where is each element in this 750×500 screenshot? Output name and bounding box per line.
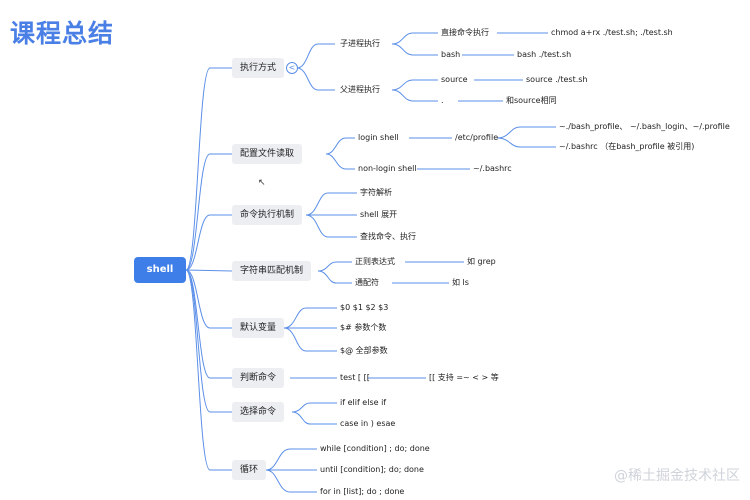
node-test-brackets[interactable]: test [ [[: [340, 373, 370, 382]
node-select-command[interactable]: 选择命令: [232, 402, 285, 422]
node-param-count[interactable]: $# 参数个数: [340, 323, 387, 332]
node-login-shell[interactable]: login shell: [358, 133, 399, 142]
node-non-login-bashrc[interactable]: ~/.bashrc: [473, 164, 512, 173]
node-direct-exec[interactable]: 直接命令执行: [441, 28, 489, 37]
page-title: 课程总结: [10, 19, 115, 48]
node-dot-desc[interactable]: 和source相同: [506, 96, 557, 105]
node-direct-exec-cmd[interactable]: chmod a+rx ./test.sh; ./test.sh: [551, 28, 673, 37]
node-non-login-shell[interactable]: non-login shell: [358, 164, 417, 173]
node-bash-cmd[interactable]: bash ./test.sh: [517, 50, 572, 59]
node-glob[interactable]: 通配符: [355, 278, 379, 287]
node-for-loop[interactable]: for in [list]; do ; done: [320, 487, 405, 496]
node-all-params[interactable]: $@ 全部参数: [340, 346, 388, 355]
node-loop[interactable]: 循环: [232, 460, 267, 480]
node-dot[interactable]: .: [441, 96, 444, 105]
node-etc-profile[interactable]: /etc/profile: [455, 133, 499, 142]
node-bashrc-note[interactable]: ~/.bashrc （在bash_profile 被引用): [559, 142, 695, 151]
root-node-shell[interactable]: shell: [134, 257, 186, 283]
watermark: @稀土掘金技术社区: [614, 468, 740, 484]
node-profile-files[interactable]: ~./bash_profile、 ~/.bash_login、~/.profil…: [559, 122, 730, 131]
node-parent-exec[interactable]: 父进程执行: [340, 85, 380, 94]
node-regex-example[interactable]: 如 grep: [467, 257, 496, 266]
node-shell-expand[interactable]: shell 展开: [360, 210, 398, 219]
node-source-cmd[interactable]: source ./test.sh: [526, 75, 588, 84]
node-until-loop[interactable]: until [condition]; do; done: [320, 465, 424, 474]
node-positional-params[interactable]: $0 $1 $2 $3: [340, 303, 389, 312]
node-judge-command[interactable]: 判断命令: [232, 368, 285, 388]
node-string-match[interactable]: 字符串匹配机制: [232, 261, 312, 281]
node-source[interactable]: source: [441, 75, 468, 84]
node-regex[interactable]: 正则表达式: [355, 257, 395, 266]
mouse-cursor-icon: ↖: [258, 178, 266, 188]
node-bash[interactable]: bash: [441, 50, 461, 59]
node-char-parse[interactable]: 字符解析: [360, 188, 392, 197]
node-subprocess-exec[interactable]: 子进程执行: [340, 39, 380, 48]
node-if-elif[interactable]: if elif else if: [340, 398, 387, 407]
node-command-mechanism[interactable]: 命令执行机制: [232, 205, 303, 225]
node-double-bracket-support[interactable]: [[ 支持 =~ < > 等: [429, 373, 499, 382]
node-config-read[interactable]: 配置文件读取: [232, 144, 303, 164]
node-find-exec[interactable]: 查找命令、执行: [360, 232, 416, 241]
node-while-loop[interactable]: while [condition] ; do; done: [320, 444, 430, 453]
collapse-toggle-icon[interactable]: <: [286, 62, 298, 74]
node-glob-example[interactable]: 如 ls: [452, 278, 469, 287]
node-exec-mode[interactable]: 执行方式: [232, 58, 285, 78]
node-default-vars[interactable]: 默认变量: [232, 318, 285, 338]
node-case-in[interactable]: case in ) esae: [340, 419, 396, 428]
